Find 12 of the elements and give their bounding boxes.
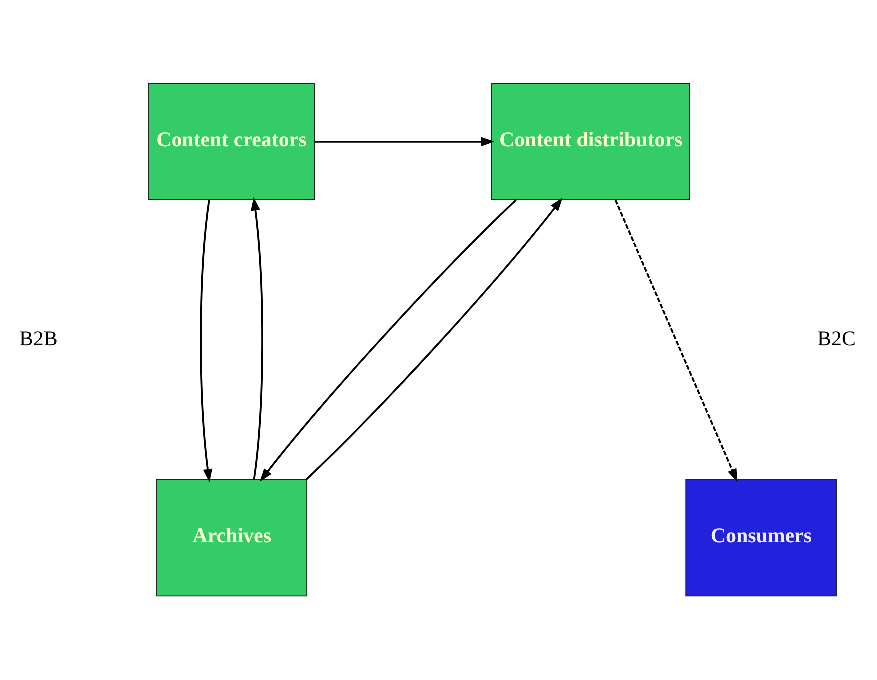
node-box: Content distributors <box>491 83 690 200</box>
arrow <box>614 200 738 482</box>
node-box: Content creators <box>148 83 316 200</box>
node-box: Consumers <box>686 480 838 597</box>
label: B2B <box>19 326 58 350</box>
arrow <box>260 200 517 482</box>
node-box: Archives <box>156 480 308 597</box>
arrow <box>251 197 264 480</box>
arrow <box>306 198 563 480</box>
label: B2C <box>818 326 856 350</box>
arrow <box>200 200 213 483</box>
arrow <box>314 137 495 147</box>
